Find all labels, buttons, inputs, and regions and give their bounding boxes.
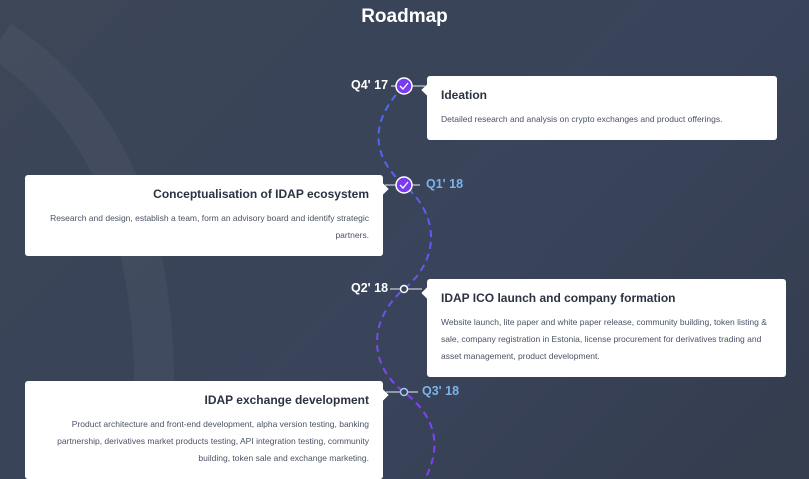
milestone-card: Ideation Detailed research and analysis … xyxy=(427,76,777,140)
milestone-title: Conceptualisation of IDAP ecosystem xyxy=(153,187,369,201)
quarter-label: Q2' 18 xyxy=(351,281,389,295)
quarter-label: Q3' 18 xyxy=(422,384,460,398)
page-title: Roadmap xyxy=(361,6,448,27)
milestone-text: Research and design, establish a team, f… xyxy=(50,213,369,240)
milestone-text: Website launch, lite paper and white pap… xyxy=(441,317,767,361)
milestone-card: IDAP ICO launch and company formation We… xyxy=(427,279,786,377)
milestone-text: Detailed research and analysis on crypto… xyxy=(441,114,723,124)
quarter-label: Q4' 17 xyxy=(351,78,389,92)
milestone-text: Product architecture and front-end devel… xyxy=(57,419,369,463)
check-node-icon xyxy=(395,176,413,194)
milestone-card: IDAP exchange development Product archit… xyxy=(25,381,383,479)
milestone-card: Conceptualisation of IDAP ecosystem Rese… xyxy=(25,175,383,256)
milestone-title: Ideation xyxy=(441,88,488,102)
pending-node-icon xyxy=(399,284,409,294)
milestone-title: IDAP exchange development xyxy=(204,393,370,407)
pending-node-icon xyxy=(399,387,409,397)
check-node-icon xyxy=(395,77,413,95)
quarter-label: Q1' 18 xyxy=(426,177,464,191)
milestone-title: IDAP ICO launch and company formation xyxy=(441,291,676,305)
